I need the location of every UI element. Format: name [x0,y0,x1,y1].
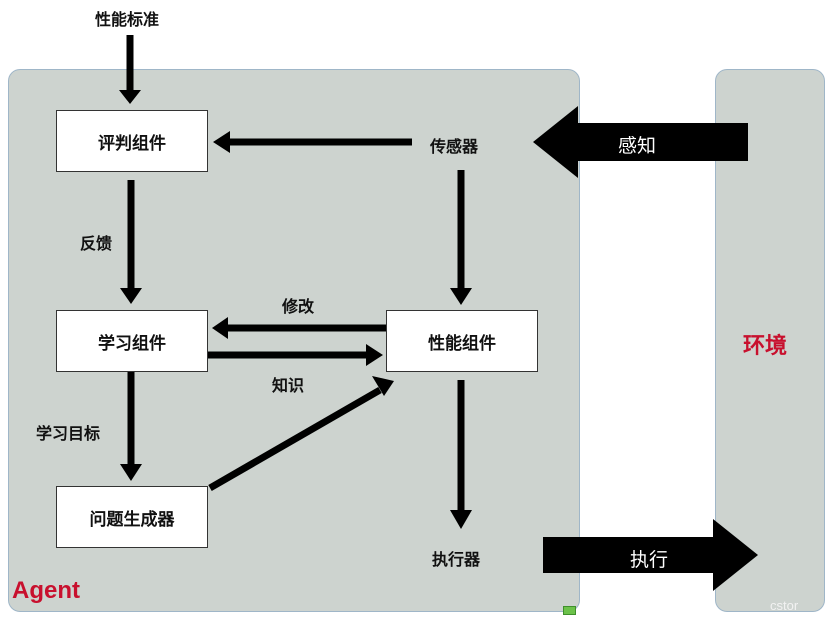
performance-component: 性能组件 [386,310,538,372]
knowledge-label: 知识 [272,376,305,395]
changes-label: 修改 [282,297,315,316]
learning-goals-label: 学习目标 [36,424,101,443]
learning-component: 学习组件 [56,310,208,372]
problem-generator-component: 问题生成器 [56,486,208,548]
actuators-label: 执行器 [432,550,481,569]
action-big-arrow [543,519,758,591]
feedback-label: 反馈 [80,234,113,253]
knowledge-arrow [208,344,383,366]
agent-label: Agent [12,577,80,604]
standard-to-critic-arrow [119,35,141,104]
percept-label: 感知 [618,135,657,157]
performance-to-actuators-arrow [450,380,472,529]
environment-label: 环境 [743,334,788,359]
sensors-to-performance-arrow [450,170,472,305]
changes-arrow [212,317,386,339]
watermark: cstor [770,598,799,613]
sensors-label: 传感器 [430,137,479,156]
generator-to-performance-arrow [208,376,394,492]
sensors-to-critic-arrow [213,131,412,153]
feedback-arrow [120,180,142,304]
percept-big-arrow [533,106,748,178]
action-label: 执行 [630,549,669,571]
performance-standard-label: 性能标准 [95,10,160,29]
status-icon [563,606,576,615]
learning-goals-arrow [120,372,142,481]
critic-component: 评判组件 [56,110,208,172]
